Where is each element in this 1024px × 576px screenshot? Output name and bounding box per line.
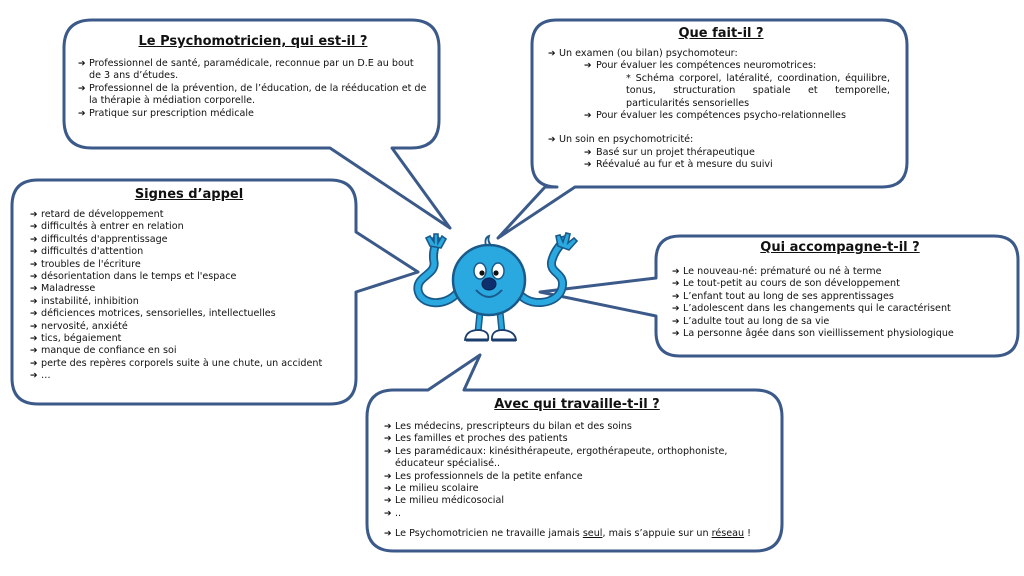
bubble-accompagne-shape (538, 234, 1020, 358)
arrow-icon: ➔ (548, 135, 556, 146)
arrow-icon: ➔ (30, 321, 38, 332)
list-item: ➔Les paramédicaux: kinésithérapeute, erg… (384, 445, 728, 470)
list-item: ➔troubles de l'écriture (30, 258, 141, 270)
list-item-conclusion: ➔Le Psychomotricien ne travaille jamais … (384, 528, 751, 540)
arrow-icon: ➔ (30, 296, 38, 307)
arrow-icon: ➔ (384, 446, 392, 457)
arrow-icon: ➔ (584, 111, 592, 122)
list-item: ➔instabilité, inhibition (30, 295, 139, 307)
bubble-accompagne: Qui accompagne-t-il ? ➔Le nouveau-né: pr… (672, 240, 1008, 340)
arrow-icon: ➔ (30, 210, 38, 220)
arrow-icon: ➔ (30, 346, 38, 357)
arrow-icon: ➔ (78, 108, 86, 119)
list-item: ➔Maladresse (30, 283, 96, 295)
arrow-icon: ➔ (30, 222, 38, 233)
list-item: ➔difficultés d'attention (30, 246, 144, 258)
arrow-icon: ➔ (30, 247, 38, 258)
bubble-signes-shape (10, 178, 420, 406)
arrow-icon: ➔ (78, 83, 86, 94)
list-item: ➔Pratique sur prescription médicale (78, 107, 254, 119)
list-item: ➔Les familles et proches des patients (384, 433, 568, 445)
bubble-qui-shape (62, 18, 452, 230)
arrow-icon: ➔ (30, 284, 38, 295)
list-item: ➔Les professionnels de la petite enfance (384, 470, 583, 482)
list-item: ➔difficultés à entrer en relation (30, 221, 184, 233)
arrow-icon: ➔ (30, 309, 38, 320)
list-item: ➔Professionnel de santé, paramédicale, r… (78, 58, 414, 82)
arrow-icon: ➔ (584, 61, 592, 72)
list-item: ➔Un examen (ou bilan) psychomoteur: (548, 48, 738, 59)
bubble-qui: Le Psychomotricien, qui est-il ? ➔Profes… (78, 34, 428, 120)
list-item: ➔difficultés d'apprentissage (30, 233, 168, 245)
arrow-icon: ➔ (78, 59, 86, 69)
bubble-fait-shape (496, 18, 909, 240)
bubble-fait-list: ➔Un examen (ou bilan) psychomoteur: ➔Pou… (548, 48, 894, 172)
list-item: ➔L’adulte tout au long de sa vie (672, 315, 830, 327)
list-item: ➔perte des repères corporels suite à une… (30, 357, 323, 369)
arrow-icon: ➔ (584, 147, 592, 158)
list-item: ➔Le milieu médicosocial (384, 495, 505, 507)
bubble-avec-shape (365, 353, 784, 553)
bubble-avec-list: ➔Les médecins, prescripteurs du bilan et… (384, 421, 770, 541)
bubble-signes-list: ➔retard de développement ➔difficultés à … (30, 209, 348, 383)
arrow-icon: ➔ (30, 334, 38, 345)
list-item: ➔L’adolescent dans les changements qui l… (672, 303, 951, 315)
list-item: ➔Le nouveau-né: prématuré ou né à terme (672, 266, 882, 277)
list-item: ➔Le tout-petit au cours de son développe… (672, 278, 900, 290)
list-item: ➔manque de confiance en soi (30, 345, 177, 357)
arrow-icon: ➔ (384, 529, 392, 540)
list-item: ➔Un soin en psychomotricité: (548, 134, 694, 146)
arrow-icon: ➔ (384, 422, 392, 432)
list-item: ➔tics, bégaiement (30, 333, 122, 345)
arrow-icon: ➔ (672, 279, 680, 290)
list-subitem: ➔Pour évaluer les compétences psycho-rel… (584, 110, 846, 122)
list-item: ➔déficiences motrices, sensorielles, int… (30, 308, 276, 320)
bubble-fait-title: Que fait-il ? (678, 26, 764, 41)
arrow-icon: ➔ (384, 484, 392, 495)
arrow-icon: ➔ (384, 434, 392, 445)
list-item: ➔nervosité, anxiété (30, 320, 128, 332)
arrow-icon: ➔ (30, 259, 38, 270)
arrow-icon: ➔ (30, 358, 38, 369)
spacer (548, 122, 894, 134)
arrow-icon: ➔ (672, 304, 680, 315)
arrow-icon: ➔ (384, 508, 392, 519)
bubble-avec: Avec qui travaille-t-il ? ➔Les médecins,… (384, 397, 770, 541)
list-item: ➔Les médecins, prescripteurs du bilan et… (384, 421, 632, 432)
list-subitem: ➔Réévalué au fur et à mesure du suivi (584, 159, 773, 171)
bubble-signes-title: Signes d’appel (134, 187, 244, 202)
list-item: ➔… (30, 370, 51, 382)
list-item: ➔Le milieu scolaire (384, 483, 479, 495)
arrow-icon: ➔ (384, 471, 392, 482)
arrow-icon: ➔ (30, 371, 38, 382)
bubble-accompagne-list: ➔Le nouveau-né: prématuré ou né à terme … (672, 266, 1008, 340)
list-item: ➔L’enfant tout au long de ses apprentiss… (672, 290, 894, 302)
arrow-icon: ➔ (30, 234, 38, 245)
list-subitem: ➔Basé sur un projet thérapeutique (584, 146, 755, 158)
arrow-icon: ➔ (672, 316, 680, 327)
bubble-signes: Signes d’appel ➔retard de développement … (30, 187, 348, 383)
list-item: ➔désorientation dans le temps et l'espac… (30, 271, 237, 283)
bubble-fait: Que fait-il ? ➔Un examen (ou bilan) psyc… (548, 26, 894, 172)
bubble-qui-title: Le Psychomotricien, qui est-il ? (138, 34, 368, 49)
arrow-icon: ➔ (584, 160, 592, 171)
arrow-icon: ➔ (30, 272, 38, 283)
arrow-icon: ➔ (548, 49, 556, 59)
list-item: ➔Professionnel de la prévention, de l’éd… (78, 82, 427, 107)
arrow-icon: ➔ (672, 291, 680, 302)
list-detail: * Schéma corporel, latéralité, coordinat… (626, 72, 890, 109)
list-item: ➔La personne âgée dans son vieillissemen… (672, 328, 954, 340)
bubble-accompagne-title: Qui accompagne-t-il ? (760, 240, 920, 255)
list-item: ➔retard de développement (30, 209, 164, 220)
arrow-icon: ➔ (672, 267, 680, 277)
bubble-qui-list: ➔Professionnel de santé, paramédicale, r… (78, 58, 428, 120)
list-item: ➔.. (384, 507, 402, 519)
list-subitem: ➔Pour évaluer les compétences neuromotri… (584, 60, 817, 72)
bubble-avec-title: Avec qui travaille-t-il ? (494, 397, 660, 412)
arrow-icon: ➔ (672, 329, 680, 340)
arrow-icon: ➔ (384, 496, 392, 507)
